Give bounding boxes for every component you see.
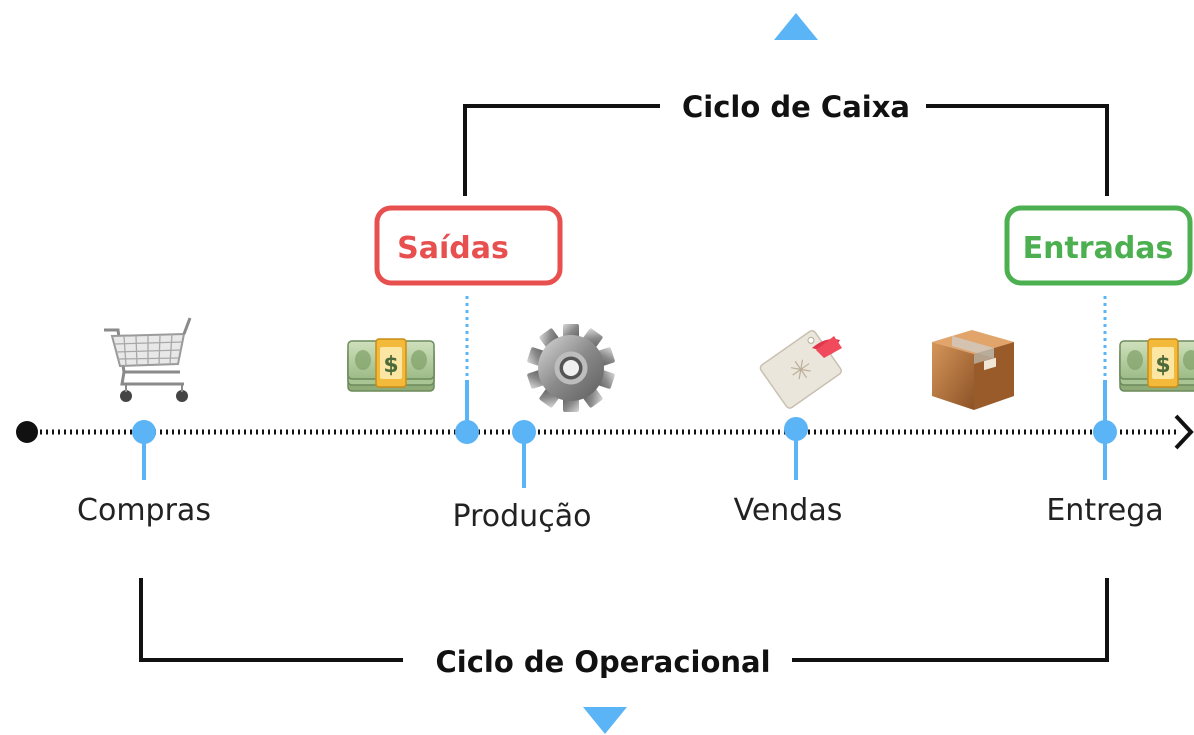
inflows-label: Entradas <box>1023 231 1174 266</box>
money-bills-icon <box>1119 338 1194 392</box>
stage-label-producao: Produção <box>453 499 592 534</box>
package-box-icon <box>932 330 1014 410</box>
up-arrow-icon <box>774 13 818 40</box>
stage-marker-compras <box>132 420 156 480</box>
shopping-cart-icon <box>104 317 192 402</box>
cash-cycle-bracket: Ciclo de Caixa <box>463 13 1109 196</box>
stage-label-vendas: Vendas <box>734 493 843 528</box>
outflows-box: Saídas <box>374 205 563 430</box>
down-arrow-icon <box>583 707 627 734</box>
stage-marker-entrega <box>1093 420 1117 444</box>
stage-label-compras: Compras <box>77 493 211 528</box>
money-bills-icon <box>347 338 435 392</box>
timeline-start-dot <box>16 421 38 443</box>
operational-cycle-bracket: Ciclo de Operacional <box>139 578 1109 734</box>
gear-icon <box>527 324 615 412</box>
outflows-label: Saídas <box>397 231 509 266</box>
timeline-end-arrow-icon <box>1174 414 1194 450</box>
operational-cycle-label: Ciclo de Operacional <box>435 645 770 679</box>
price-tag-icon <box>759 330 842 409</box>
timeline <box>16 414 1194 450</box>
stage-label-entrega: Entrega <box>1046 493 1163 528</box>
marker-outflows <box>455 420 479 444</box>
cash-cycle-label: Ciclo de Caixa <box>682 90 910 124</box>
stage-marker-producao <box>512 420 536 488</box>
stage-marker-vendas <box>784 417 808 480</box>
